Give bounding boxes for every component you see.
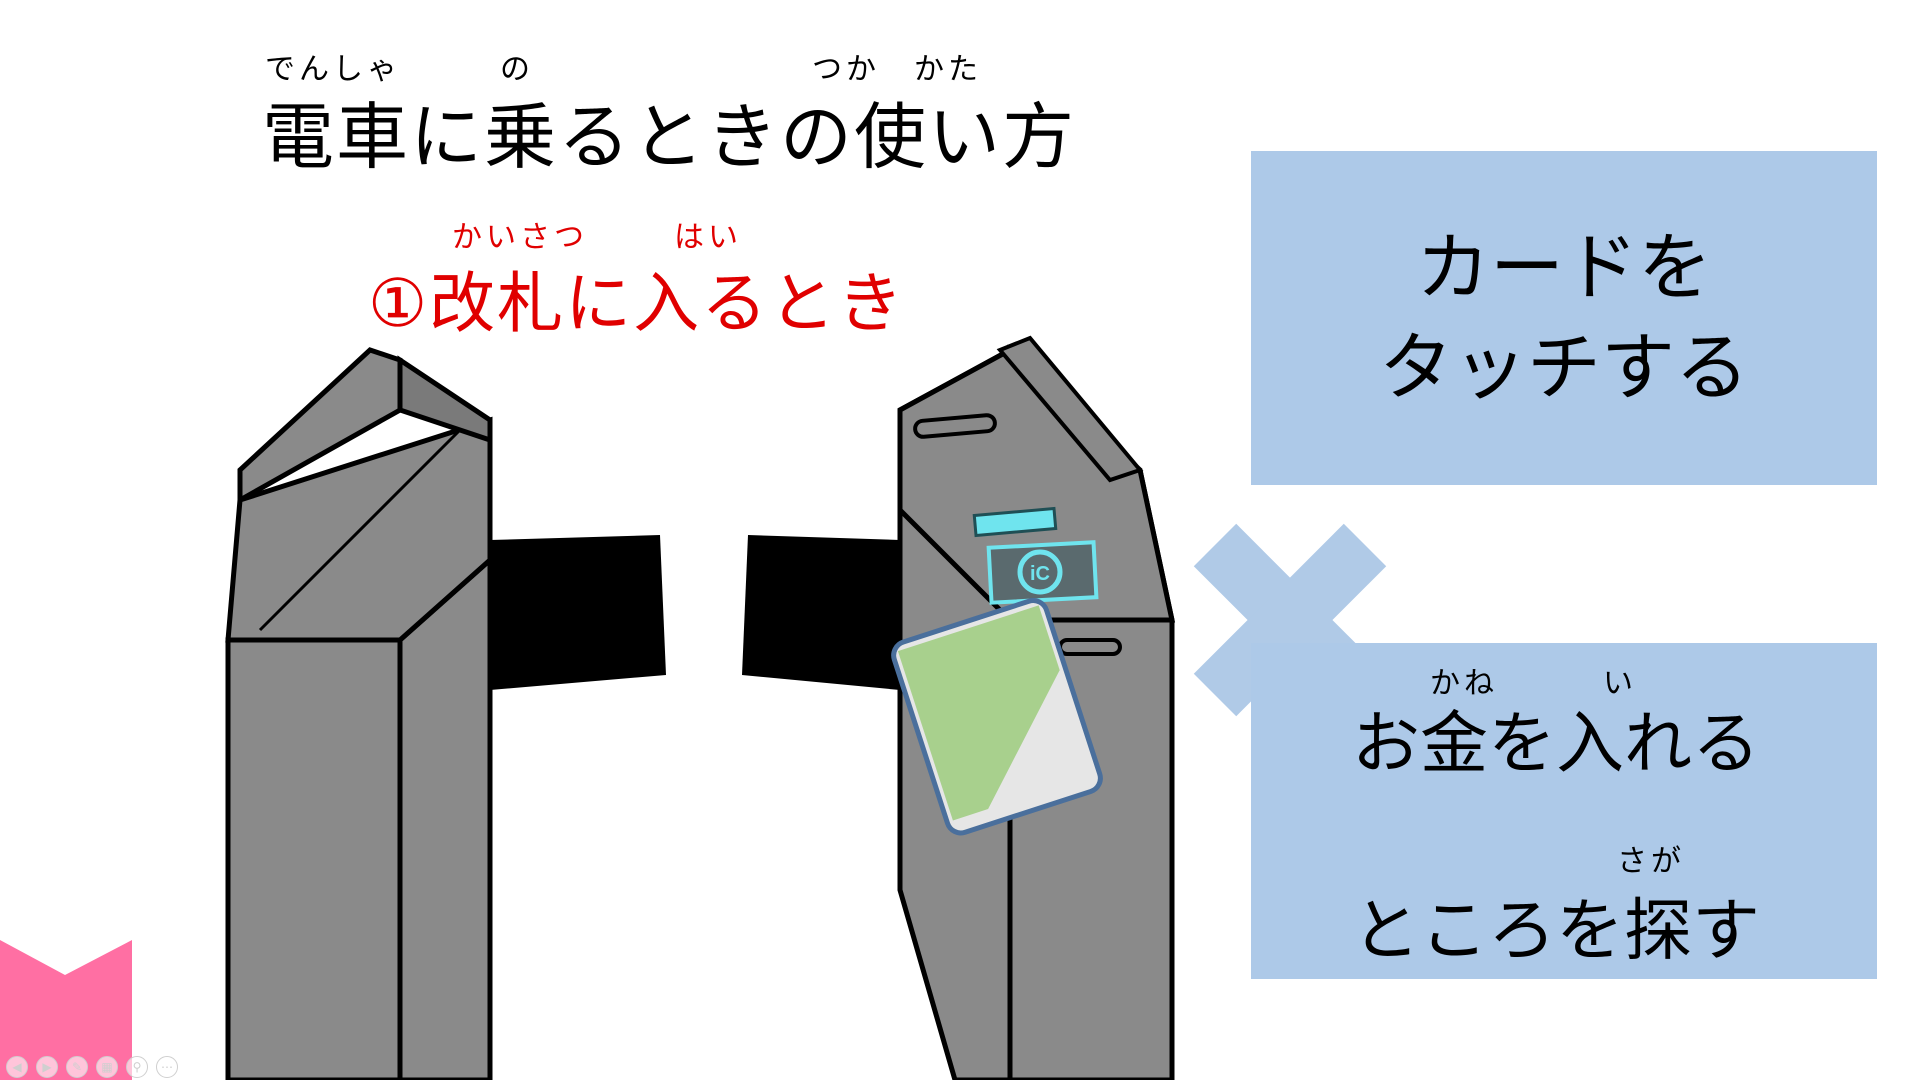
title-ruby-tsukakata: つか かた — [812, 52, 982, 87]
panel-money-ruby-saga: さが — [1617, 844, 1685, 879]
slideshow-toolbar: ◀ ▶ ✎ ▦ ⚲ ⋯ — [6, 1056, 178, 1078]
ic-label: iC — [1030, 563, 1050, 585]
panel-money-line2: ところを探す — [1352, 892, 1761, 971]
panel-card-touch: カードを タッチする — [1251, 151, 1877, 485]
prev-icon[interactable]: ◀ — [6, 1056, 28, 1078]
slides-icon[interactable]: ▦ — [96, 1056, 118, 1078]
left-gate — [225, 347, 666, 1080]
ic-card — [891, 598, 1103, 836]
subtitle-ruby-kaisatsu: かいさつ — [452, 220, 588, 255]
subtitle-ruby-hai: はい — [674, 220, 742, 255]
next-icon[interactable]: ▶ — [36, 1056, 58, 1078]
panel-money-ruby-i: い — [1603, 666, 1637, 701]
panel-card-line2: タッチする — [1379, 325, 1749, 411]
more-icon[interactable]: ⋯ — [156, 1056, 178, 1078]
panel-card-line1: カードを — [1416, 225, 1712, 311]
pen-icon[interactable]: ✎ — [66, 1056, 88, 1078]
subtitle: ①改札に入るとき — [368, 265, 906, 342]
panel-money-ruby-kane: かね — [1430, 666, 1498, 701]
panel-money-line1: お金を入れる — [1352, 705, 1761, 784]
bookmark-icon — [0, 940, 132, 1080]
title-ruby-densha: でんしゃ — [265, 52, 401, 87]
title-ruby-no: の — [500, 52, 534, 87]
zoom-icon[interactable]: ⚲ — [126, 1056, 148, 1078]
page-title: 電車に乗るときの使い方 — [262, 95, 1077, 179]
panel-money — [1251, 643, 1877, 979]
